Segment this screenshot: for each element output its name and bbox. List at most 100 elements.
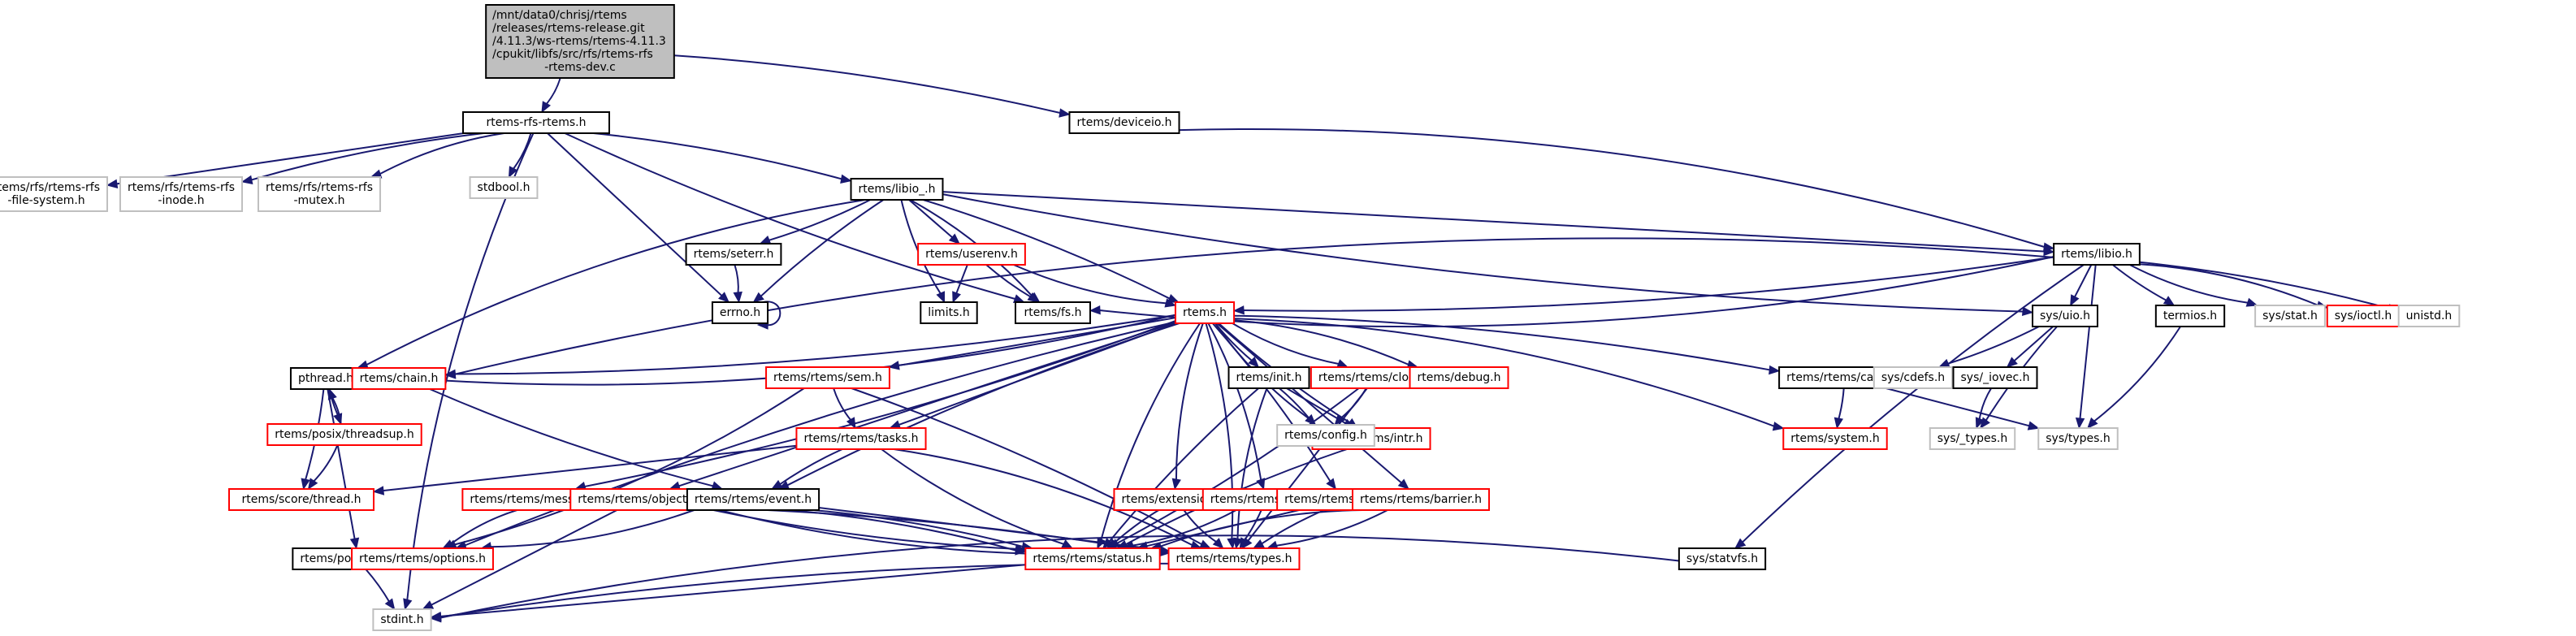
node-box[interactable] [1409,366,1509,389]
node-config[interactable]: rtems/config.h [1276,424,1375,447]
node-box[interactable] [1929,427,2016,450]
node-box[interactable] [469,176,539,199]
node-barrier[interactable]: rtems/rtems/barrier.h [1351,488,1491,511]
edge-line [762,301,781,327]
edge-rtems-to-signal [1211,322,1337,491]
node-box[interactable] [119,176,244,212]
node-_types[interactable]: sys/_types.h [1929,427,2016,450]
node-threadsup[interactable]: rtems/posix/threadsup.h [266,423,422,446]
node-tasks[interactable]: rtems/rtems/tasks.h [795,427,927,450]
edge-iovec-to-_types [1975,387,1992,430]
node-box[interactable] [685,243,782,266]
node-box[interactable] [2397,305,2461,327]
node-termios[interactable]: termios.h [2154,305,2226,327]
node-deviceio[interactable]: rtems/deviceio.h [1068,111,1180,134]
node-box[interactable] [2154,305,2226,327]
arrowhead-icon [1233,537,1243,550]
node-label: rtems/debug.h [1418,371,1501,384]
node-ioctl[interactable]: sys/ioctl.h [2326,305,2401,327]
node-box[interactable] [2053,243,2141,266]
node-box[interactable] [2326,305,2401,327]
node-statvfs[interactable]: sys/statvfs.h [1678,547,1767,570]
node-sthread[interactable]: rtems/score/thread.h [228,488,374,511]
node-box[interactable] [850,178,944,201]
node-stat[interactable]: sys/stat.h [2254,305,2326,327]
node-box[interactable] [711,301,769,324]
node-box[interactable] [462,111,610,134]
node-box[interactable] [2032,305,2098,327]
node-box[interactable] [1015,301,1091,324]
edge-tasks-to-sthread [372,444,797,495]
node-box[interactable] [917,243,1026,266]
node-rfs_fs[interactable]: rtems/rfs/rtems-rfs-file-system.h [0,176,109,212]
node-box[interactable] [920,301,978,324]
node-limits[interactable]: limits.h [920,301,978,324]
node-box[interactable] [351,547,494,570]
node-rtems[interactable]: rtems.h [1174,301,1236,324]
node-unistd[interactable]: unistd.h [2397,305,2461,327]
node-status[interactable]: rtems/rtems/status.h [1024,547,1161,570]
node-iovec[interactable]: sys/_iovec.h [1952,366,2038,389]
node-box[interactable] [795,427,927,450]
node-types[interactable]: sys/types.h [2037,427,2119,450]
node-box[interactable] [2254,305,2326,327]
node-object[interactable]: rtems/rtems/object.h [569,488,706,511]
node-box[interactable] [1024,547,1161,570]
node-label: rtems/config.h [1284,429,1367,442]
edge-line [2139,263,2320,307]
node-box[interactable] [228,488,374,511]
edge-line [923,199,1171,301]
node-box[interactable] [1227,366,1310,389]
node-fs[interactable]: rtems/fs.h [1015,301,1091,324]
node-box[interactable] [1167,547,1301,570]
node-box[interactable] [1872,366,1954,389]
node-box[interactable] [1276,424,1375,447]
edge-init-to-rtypes [1233,387,1268,550]
node-box[interactable] [1952,366,2038,389]
node-stdint[interactable]: stdint.h [372,608,432,631]
node-root[interactable]: /mnt/data0/chrisj/rtems/releases/rtems-r… [485,4,675,79]
node-init[interactable]: rtems/init.h [1227,366,1310,389]
node-cdefs[interactable]: sys/cdefs.h [1872,366,1954,389]
node-uio[interactable]: sys/uio.h [2032,305,2098,327]
node-pthread[interactable]: pthread.h [289,367,362,390]
node-seterr[interactable]: rtems/seterr.h [685,243,782,266]
node-box[interactable] [686,488,820,511]
node-debug[interactable]: rtems/debug.h [1409,366,1509,389]
node-box[interactable] [372,608,432,631]
node-box[interactable] [266,423,422,446]
node-stdbool[interactable]: stdbool.h [469,176,539,199]
node-rtypes[interactable]: rtems/rtems/types.h [1167,547,1301,570]
node-options[interactable]: rtems/rtems/options.h [351,547,494,570]
node-system[interactable]: rtems/system.h [1782,427,1888,450]
node-box[interactable] [1174,301,1236,324]
node-box[interactable] [1782,427,1888,450]
node-rfs_rtems[interactable]: rtems-rfs-rtems.h [462,111,610,134]
node-userenv[interactable]: rtems/userenv.h [917,243,1026,266]
node-sem[interactable]: rtems/rtems/sem.h [765,366,890,389]
node-box[interactable] [1068,111,1180,134]
node-box[interactable] [2037,427,2119,450]
node-libio[interactable]: rtems/libio.h [2053,243,2141,266]
node-rfs_mutex[interactable]: rtems/rfs/rtems-rfs-mutex.h [257,176,382,212]
edge-line [1234,314,1772,371]
node-box[interactable] [1678,547,1767,570]
node-box[interactable] [765,366,890,389]
node-chain[interactable]: rtems/chain.h [351,367,447,390]
arrowhead-icon [240,175,253,185]
edge-line [564,132,1017,301]
node-box[interactable] [351,367,447,390]
node-box[interactable] [0,176,109,212]
arrowhead-icon [936,291,945,304]
node-label: /mnt/data0/chrisj/rtems [492,9,627,22]
arrowhead-icon [752,292,764,303]
node-box[interactable] [1351,488,1491,511]
node-libio_[interactable]: rtems/libio_.h [850,178,944,201]
node-errno[interactable]: errno.h [711,301,769,324]
edge-line [1978,387,1992,421]
node-rfs_inode[interactable]: rtems/rfs/rtems-rfs-inode.h [119,176,244,212]
node-event[interactable]: rtems/rtems/event.h [686,488,820,511]
node-box[interactable] [257,176,382,212]
node-box[interactable] [485,4,675,79]
arrowhead-icon [422,600,435,610]
